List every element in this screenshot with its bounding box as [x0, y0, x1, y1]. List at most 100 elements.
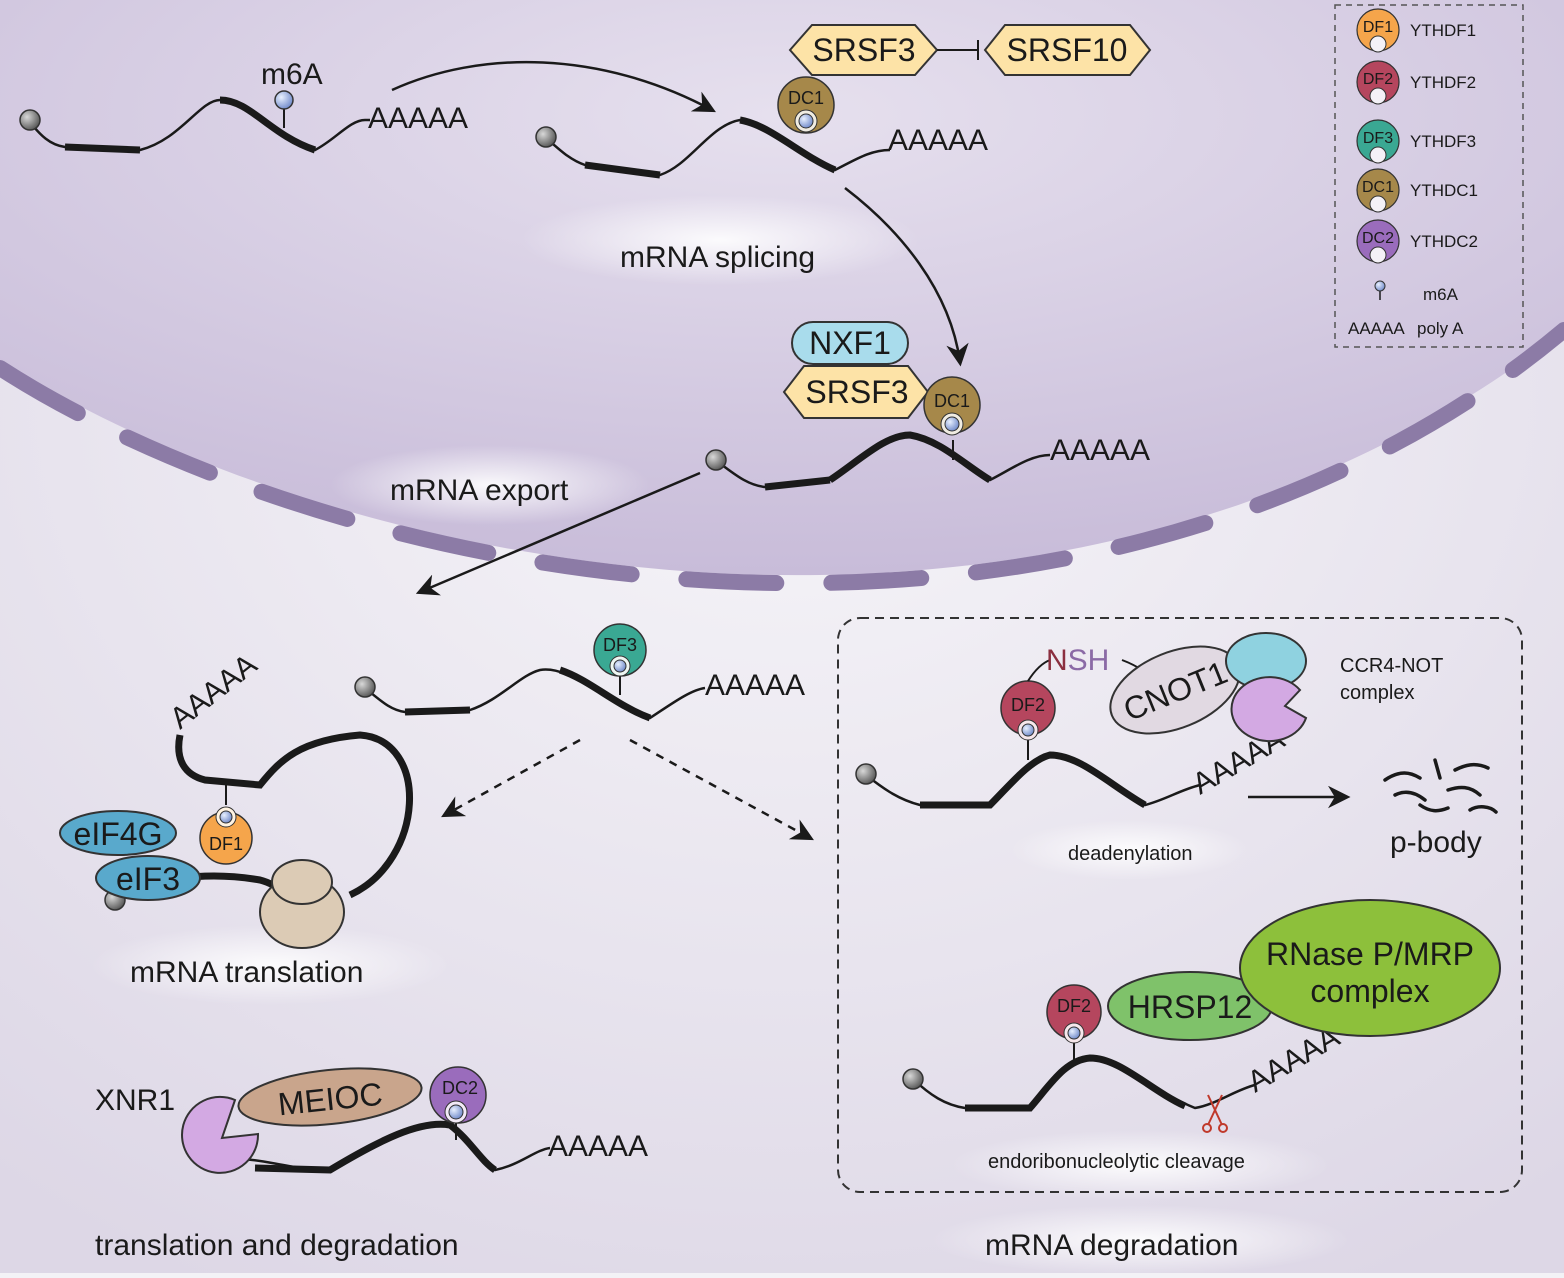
- nxf1-capsule: NXF1: [791, 321, 909, 365]
- endo-label: endoribonucleolytic cleavage: [988, 1151, 1245, 1173]
- dc1-reader: DC1: [777, 76, 835, 134]
- legend-abbr: DF3: [1363, 130, 1393, 147]
- deadenylation-label: deadenylation: [1068, 843, 1193, 865]
- polya-label: AAAAA: [1050, 434, 1150, 467]
- eif4g-ellipse: eIF4G: [59, 810, 177, 856]
- legend-item: DF1 YTHDF1: [1356, 8, 1476, 53]
- srsf10-hexagon: SRSF10: [983, 24, 1152, 76]
- mrna-1: m6A AAAAA: [19, 58, 468, 154]
- legend-box: [1334, 4, 1524, 348]
- dc2-reader: DC2: [429, 1066, 487, 1140]
- df3-reader: DF3: [593, 623, 647, 677]
- legend-m6a-icon: [1374, 280, 1386, 292]
- mrna-4: AAAAA: [354, 666, 805, 722]
- legend-item: DF2 YTHDF2: [1356, 60, 1476, 105]
- meioc-ellipse: MEIOC: [237, 1067, 423, 1127]
- svg-text:DC1: DC1: [934, 391, 970, 411]
- legend-item: DC1 YTHDC1: [1356, 168, 1478, 213]
- translation-loop: AAAAA eIF4G eIF3 DF1: [59, 648, 414, 949]
- cap-bead: [705, 449, 727, 471]
- df2-reader-endo: DF2: [1046, 984, 1102, 1044]
- m6a-site: [274, 90, 294, 110]
- translation-degradation-panel: XNR1 MEIOC DC2 AAAAA: [95, 1066, 648, 1174]
- dashed-arrow-degradation: [629, 738, 814, 841]
- pbody-fragments: [1383, 758, 1498, 814]
- svg-text:eIF4G: eIF4G: [74, 816, 163, 852]
- svg-text:DC1: DC1: [788, 88, 824, 108]
- svg-text:SRSF3: SRSF3: [812, 32, 915, 68]
- legend-item: DF3 YTHDF3: [1356, 119, 1476, 164]
- cap-bead: [354, 676, 376, 698]
- svg-text:DF1: DF1: [209, 834, 243, 854]
- degradation-box: [837, 617, 1523, 1193]
- legend-name: YTHDC1: [1410, 181, 1478, 200]
- nsh-label: NSH: [1046, 644, 1109, 677]
- svg-text:DC2: DC2: [442, 1078, 478, 1098]
- ccr4-label-1: CCR4-NOT: [1340, 655, 1443, 677]
- legend-name: YTHDF3: [1410, 132, 1476, 151]
- legend-polya-label: poly A: [1417, 319, 1464, 338]
- legend-item: DC2 YTHDC2: [1356, 219, 1478, 264]
- arrow-splicing: [391, 60, 716, 113]
- df1-reader: DF1: [199, 785, 253, 865]
- m6a-label: m6A: [261, 58, 323, 91]
- glow: [330, 445, 650, 525]
- legend-abbr: DF1: [1363, 19, 1393, 36]
- hrsp12-ellipse: HRSP12: [1107, 971, 1273, 1041]
- nuclear-membrane: [0, 322, 1564, 592]
- srsf3-hexagon: SRSF3: [788, 24, 939, 76]
- ccr4-label-2: complex: [1340, 682, 1414, 704]
- xnr1-pacman: [181, 1095, 260, 1174]
- svg-text:HRSP12: HRSP12: [1128, 989, 1253, 1025]
- legend-polya-symbol: AAAAA: [1348, 319, 1405, 338]
- cap-bead: [855, 763, 877, 785]
- dc1-reader-export: DC1: [923, 376, 981, 436]
- srsf3-hexagon-export: SRSF3: [782, 365, 930, 419]
- polya-label: AAAAA: [368, 102, 468, 135]
- svg-text:DF3: DF3: [603, 635, 637, 655]
- translation-degradation-label: translation and degradation: [95, 1229, 459, 1262]
- glow: [520, 195, 920, 285]
- ccr4-subunit-pacman: [1230, 676, 1308, 743]
- legend-abbr: DC1: [1362, 179, 1394, 196]
- splicing-label: mRNA splicing: [620, 241, 815, 274]
- svg-text:complex: complex: [1310, 973, 1429, 1009]
- translation-label: mRNA translation: [130, 956, 363, 989]
- mrna-2: AAAAA: [535, 116, 988, 179]
- glow: [930, 1205, 1350, 1275]
- scissors-icon: [1202, 1094, 1228, 1133]
- arrow-to-cytoplasm: [415, 471, 701, 596]
- eif3-ellipse: eIF3: [95, 855, 201, 901]
- legend-name: YTHDF2: [1410, 73, 1476, 92]
- legend-name: YTHDC2: [1410, 232, 1478, 251]
- arrow-export: [844, 187, 969, 367]
- svg-text:SRSF3: SRSF3: [805, 374, 908, 410]
- dashed-arrow-translation: [441, 738, 581, 818]
- cap-bead: [19, 109, 41, 131]
- mrna-3: AAAAA: [705, 431, 1150, 491]
- export-label: mRNA export: [390, 474, 569, 507]
- glow: [1010, 820, 1250, 880]
- svg-text:eIF3: eIF3: [116, 861, 180, 897]
- glow: [950, 1130, 1330, 1200]
- svg-text:SRSF10: SRSF10: [1007, 32, 1128, 68]
- svg-text:RNase P/MRP: RNase P/MRP: [1266, 936, 1474, 972]
- ribosome-small: [271, 859, 333, 905]
- xnr1-label: XNR1: [95, 1084, 175, 1117]
- legend-abbr: DC2: [1362, 230, 1394, 247]
- svg-text:DF2: DF2: [1011, 695, 1045, 715]
- cap-bead: [535, 126, 557, 148]
- legend-abbr: DF2: [1363, 71, 1393, 88]
- degradation-label: mRNA degradation: [985, 1229, 1238, 1262]
- rnase-mrp-ellipse: RNase P/MRP complex: [1239, 899, 1501, 1037]
- glow: [90, 925, 450, 1005]
- polya-label: AAAAA: [705, 669, 805, 702]
- legend-m6a-label: m6A: [1423, 285, 1459, 304]
- polya-label: AAAAA: [888, 124, 988, 157]
- nucleus: [0, 0, 1564, 576]
- polya-label: AAAAA: [548, 1130, 648, 1163]
- cap-bead: [902, 1068, 924, 1090]
- legend-name: YTHDF1: [1410, 21, 1476, 40]
